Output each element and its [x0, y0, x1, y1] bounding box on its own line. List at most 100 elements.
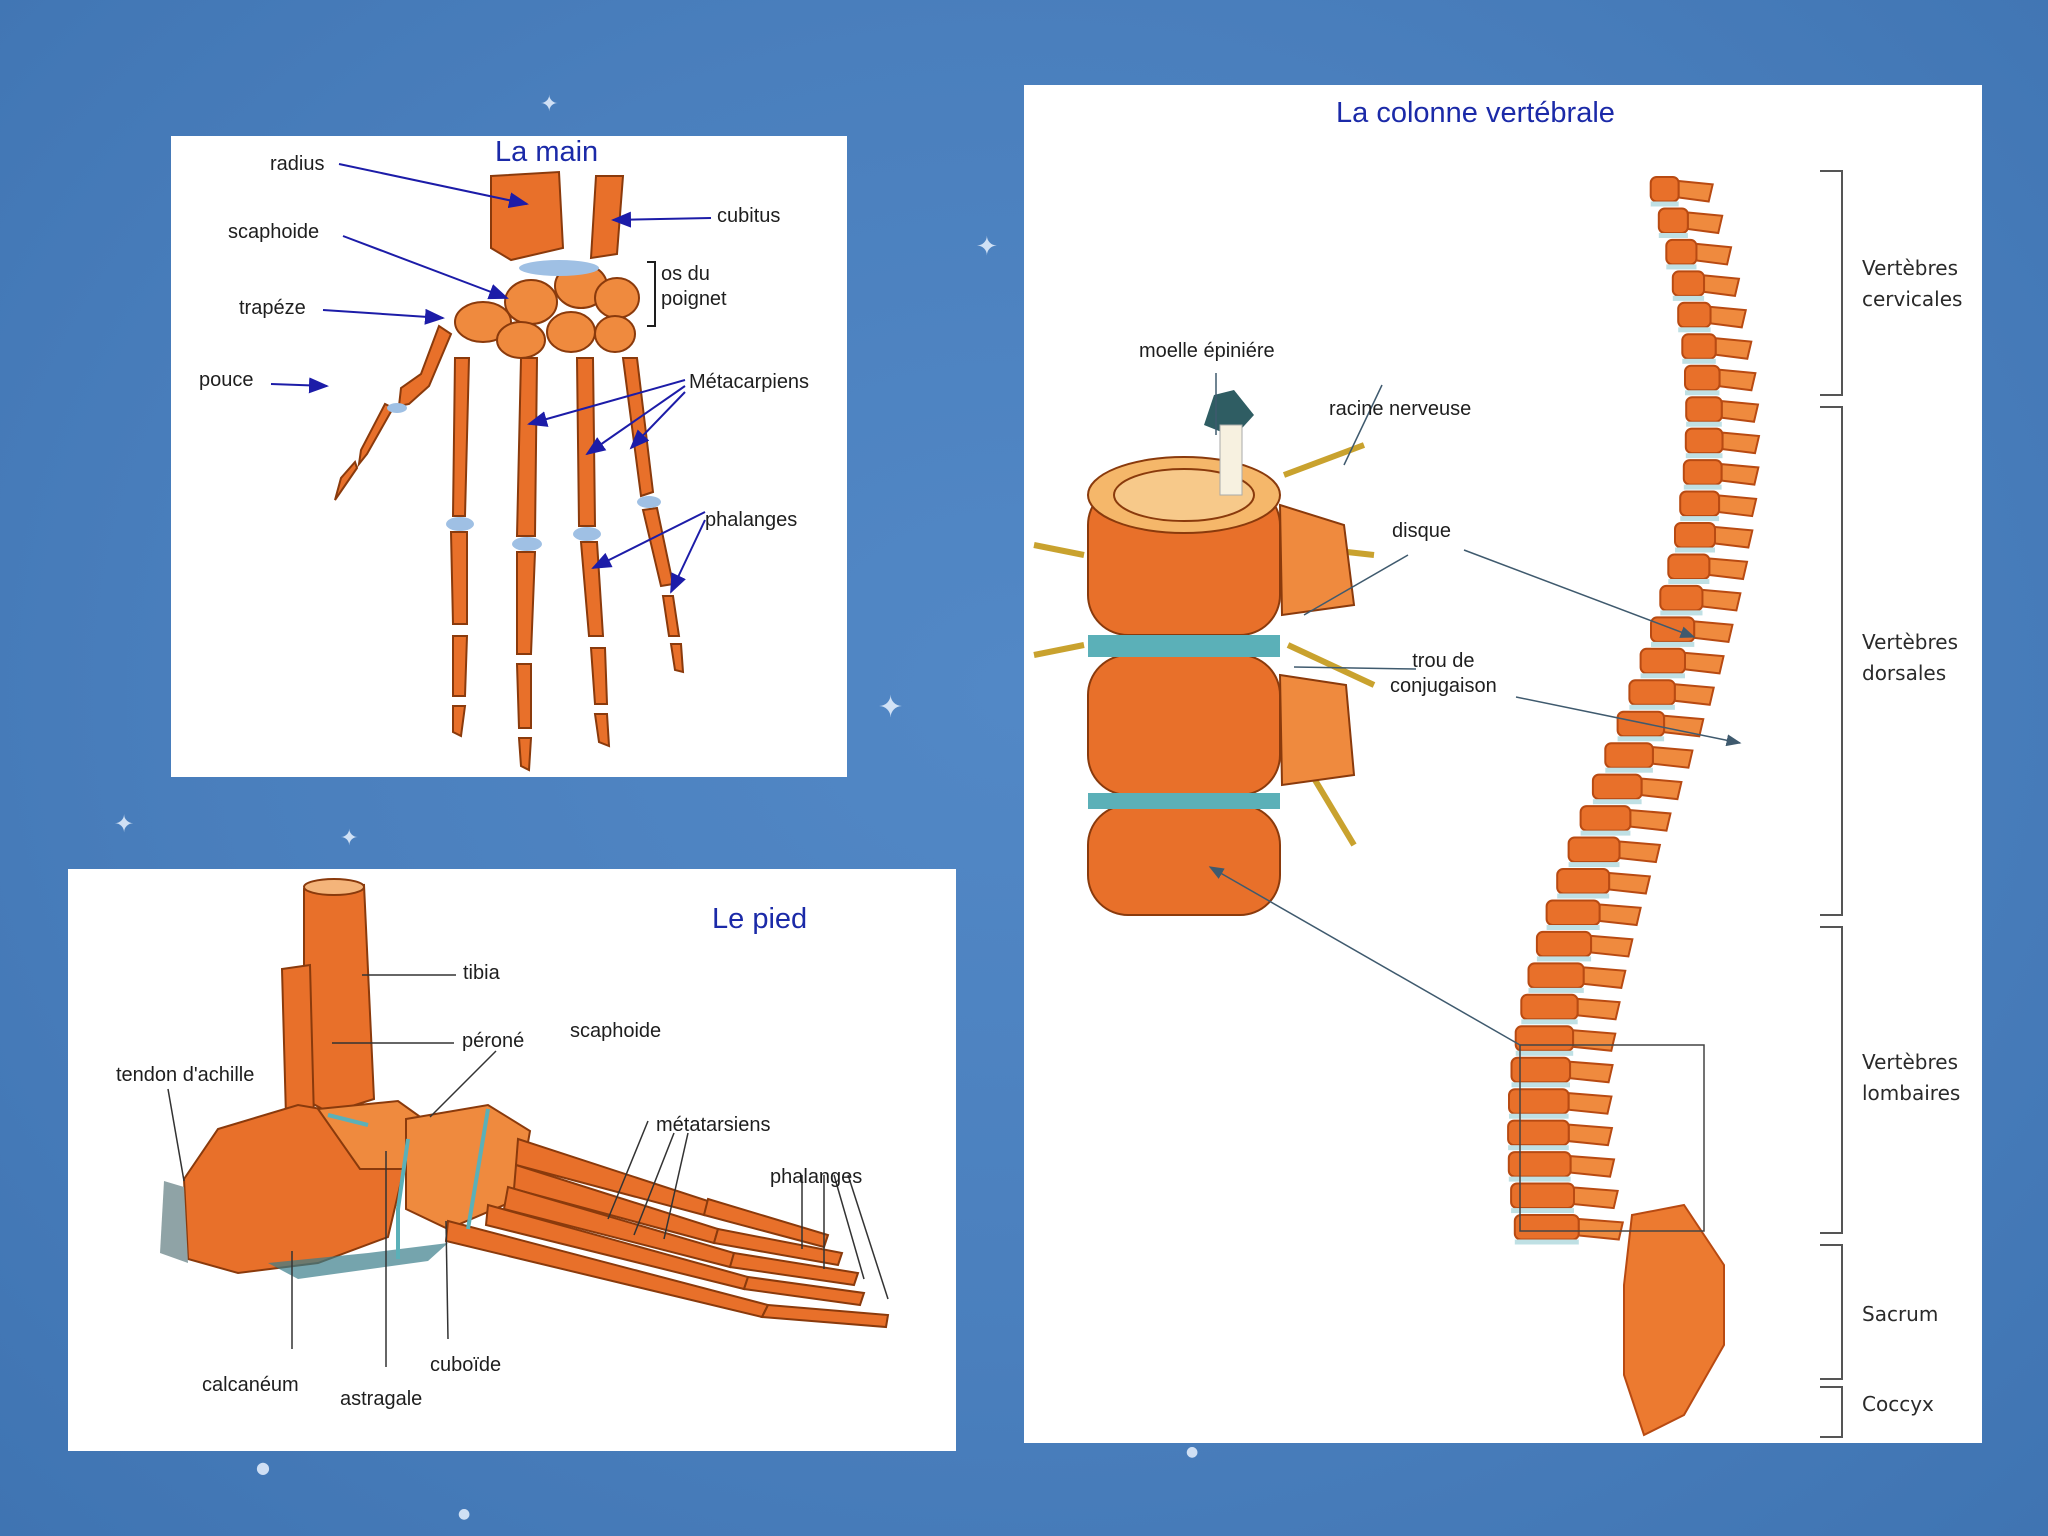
- vertebra-process: [1709, 305, 1748, 329]
- sparkle-decoration: ✦: [114, 810, 135, 838]
- sparkle-decoration: ●: [458, 1506, 471, 1522]
- vertebra-process: [1577, 1217, 1625, 1241]
- label-phalanges: phalanges: [705, 509, 798, 531]
- sparkle-decoration: ✦: [340, 826, 359, 851]
- label-calcaneum: calcanéum: [202, 1374, 299, 1396]
- vertebra: [1513, 1214, 1580, 1241]
- vertebra-process: [1677, 179, 1714, 203]
- intervertebral-disc: [1617, 736, 1665, 742]
- intervertebral-disc: [1658, 233, 1688, 238]
- vertebra: [1685, 396, 1723, 423]
- vertebra-process: [1651, 746, 1694, 769]
- sparkle-decoration: ●: [1186, 1444, 1199, 1460]
- vertebra-process: [1701, 588, 1742, 612]
- vertebra: [1616, 710, 1666, 738]
- vertebra-process: [1720, 400, 1760, 423]
- vertebra: [1674, 522, 1716, 549]
- foot-title: Le pied: [712, 903, 808, 935]
- spine-title: La colonne vertébrale: [1336, 97, 1615, 129]
- vertebra: [1657, 207, 1689, 234]
- intervertebral-disc: [1685, 453, 1723, 459]
- intervertebral-disc: [1568, 862, 1620, 868]
- vertebra-process: [1695, 242, 1733, 266]
- label-scaphoide: scaphoide: [228, 221, 320, 243]
- intervertebral-disc: [1682, 358, 1716, 364]
- vertebra: [1507, 1151, 1572, 1178]
- intervertebral-disc: [1592, 799, 1642, 805]
- label-cubitus: cubitus: [717, 205, 781, 227]
- intervertebral-disc: [1675, 547, 1715, 553]
- sparkle-decoration: ✦: [976, 232, 998, 262]
- hand-title: La main: [495, 136, 599, 168]
- vertebra: [1556, 868, 1611, 895]
- label-scaphoide-foot: scaphoide: [570, 1020, 662, 1042]
- label-astragale: astragale: [340, 1388, 423, 1410]
- vertebra-process: [1714, 337, 1753, 360]
- vertebra-process: [1569, 1060, 1614, 1084]
- foot-bones-illustration: [160, 878, 890, 1367]
- label-vertebres-dorsales: Vertèbres dorsales: [1862, 630, 1959, 685]
- label-metatarsiens: métatarsiens: [656, 1114, 771, 1136]
- spine-illustration: [1033, 170, 1843, 1438]
- label-coccyx: Coccyx: [1862, 1392, 1934, 1416]
- vertebra-process: [1640, 777, 1683, 801]
- intervertebral-disc: [1685, 390, 1720, 396]
- vertebra: [1567, 836, 1621, 863]
- intervertebral-disc: [1511, 1208, 1574, 1214]
- closeup-frame: [1519, 1044, 1705, 1232]
- intervertebral-disc: [1514, 1239, 1579, 1245]
- vertebra-process: [1629, 809, 1672, 832]
- vertebra: [1604, 742, 1654, 769]
- vertebra-process: [1608, 871, 1652, 895]
- intervertebral-disc: [1509, 1113, 1569, 1119]
- vertebra-process: [1714, 525, 1754, 549]
- vertebra: [1679, 490, 1721, 517]
- intervertebral-disc: [1508, 1176, 1571, 1182]
- vertebra-process: [1693, 620, 1734, 643]
- vertebra: [1684, 364, 1721, 392]
- intervertebral-disc: [1666, 264, 1697, 270]
- foot-diagram-panel: Le pied tibia péroné tendon d'achille sc…: [68, 869, 956, 1451]
- vertebra: [1659, 584, 1704, 612]
- label-trapeze: trapéze: [239, 297, 306, 319]
- vertebra: [1665, 238, 1698, 266]
- intervertebral-disc: [1536, 956, 1592, 962]
- vertebra: [1671, 270, 1706, 297]
- vertebra-process: [1663, 714, 1705, 738]
- vertebra-process: [1567, 1123, 1614, 1147]
- spine-column: [1507, 176, 1761, 1437]
- label-vertebres-cervicales: Vertèbres cervicales: [1862, 256, 1963, 311]
- vertebra-process: [1590, 934, 1634, 958]
- vertebra-process: [1708, 557, 1749, 581]
- vertebra-process: [1703, 274, 1741, 298]
- vertebra-process: [1618, 840, 1662, 864]
- spine-diagram-panel: La colonne vertébrale moelle épiniére ra…: [1024, 85, 1982, 1443]
- label-moelle: moelle épiniére: [1139, 340, 1275, 362]
- sparkle-decoration: ✦: [540, 92, 559, 117]
- hand-bones-illustration: [270, 163, 712, 772]
- vertebra-process: [1673, 683, 1715, 706]
- vertebra-process: [1567, 1092, 1613, 1115]
- label-perone: péroné: [462, 1030, 525, 1052]
- vertebra: [1591, 773, 1643, 801]
- intervertebral-disc: [1605, 767, 1653, 773]
- label-sacrum: Sacrum: [1862, 1302, 1939, 1326]
- intervertebral-disc: [1511, 1082, 1570, 1088]
- vertebra-process: [1573, 1186, 1619, 1210]
- label-metacarpiens: Métacarpiens: [689, 371, 810, 393]
- vertebra: [1508, 1088, 1570, 1115]
- label-tendon-achille: tendon d'achille: [116, 1064, 255, 1086]
- label-phalanges-foot: phalanges: [770, 1166, 863, 1188]
- label-cuboide: cuboïde: [430, 1354, 502, 1376]
- label-vertebres-lombaires: Vertèbres lombaires: [1862, 1050, 1961, 1105]
- vertebra: [1682, 459, 1723, 486]
- vertebra-process: [1569, 1155, 1616, 1178]
- vertebra-process: [1720, 462, 1760, 486]
- sparkle-decoration: ✦: [878, 690, 904, 725]
- intervertebral-disc: [1521, 1019, 1578, 1025]
- label-racine: racine nerveuse: [1329, 398, 1472, 420]
- intervertebral-disc: [1668, 579, 1710, 584]
- intervertebral-disc: [1651, 641, 1695, 647]
- vertebra: [1639, 647, 1686, 675]
- vertebra: [1667, 553, 1711, 580]
